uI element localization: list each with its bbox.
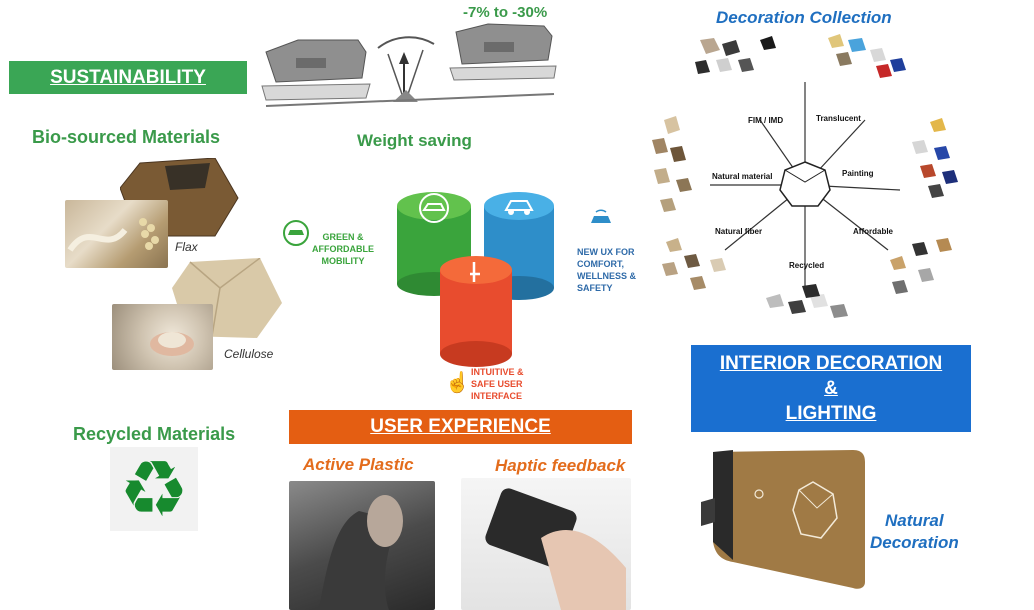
- cellulose-caption: Cellulose: [224, 347, 274, 361]
- flax-fiber-photo: [65, 200, 168, 268]
- weight-saving-label: Weight saving: [357, 131, 472, 150]
- decoration-collection-title: Decoration Collection: [716, 8, 892, 27]
- user-experience-banner: USER EXPERIENCE: [289, 410, 632, 444]
- spoke-recycled: Recycled: [789, 261, 825, 270]
- active-plastic-label: Active Plastic: [303, 455, 414, 474]
- new-ux-label: NEW UX FOR COMFORT, WELLNESS & SAFETY: [577, 247, 637, 293]
- flax-caption: Flax: [175, 240, 198, 254]
- sustainability-title: SUSTAINABILITY: [50, 66, 206, 88]
- interior-decoration-banner: INTERIOR DECORATION & LIGHTING: [691, 345, 971, 432]
- haptic-feedback-photo: [461, 478, 631, 610]
- haptic-feedback-label: Haptic feedback: [495, 456, 626, 475]
- interior-decoration-title-line3: LIGHTING: [785, 403, 877, 424]
- eco-car-icon: [283, 220, 309, 246]
- touch-hand-icon: ☝: [445, 372, 470, 394]
- green-mobility-label: GREEN & AFFORDABLE MOBILITY: [312, 232, 374, 266]
- user-experience-title: USER EXPERIENCE: [370, 416, 551, 437]
- active-plastic-photo: [289, 481, 435, 610]
- spoke-painting: Painting: [842, 169, 874, 178]
- weight-scale-illustration: [261, 23, 557, 107]
- sustainability-banner: SUSTAINABILITY: [9, 61, 247, 94]
- spoke-fim-imd: FIM / IMD: [748, 116, 784, 125]
- spoke-translucent: Translucent: [816, 114, 861, 123]
- connected-car-icon: [591, 209, 611, 223]
- recycled-title: Recycled Materials: [73, 424, 236, 444]
- interior-decoration-title-line2: &: [824, 378, 838, 399]
- cellulose-photo: [112, 304, 213, 370]
- natural-decoration-line2: Decoration: [870, 533, 959, 552]
- decoration-wheel: [652, 34, 958, 318]
- natural-decoration-panel: [701, 450, 865, 589]
- natural-decoration-line1: Natural: [885, 511, 944, 530]
- bio-sourced-title: Bio-sourced Materials: [32, 127, 221, 147]
- spoke-natural-fiber: Natural fiber: [715, 227, 763, 236]
- spoke-affordable: Affordable: [853, 227, 893, 236]
- interior-decoration-title-line1: INTERIOR DECORATION: [719, 353, 943, 374]
- spoke-natural-material: Natural material: [712, 172, 773, 181]
- mobility-cylinders: [397, 192, 554, 367]
- intuitive-ui-label: INTUITIVE & SAFE USER INTERFACE: [471, 367, 524, 401]
- weight-range: -7% to -30%: [463, 4, 548, 21]
- recycle-icon: ♻: [110, 447, 198, 531]
